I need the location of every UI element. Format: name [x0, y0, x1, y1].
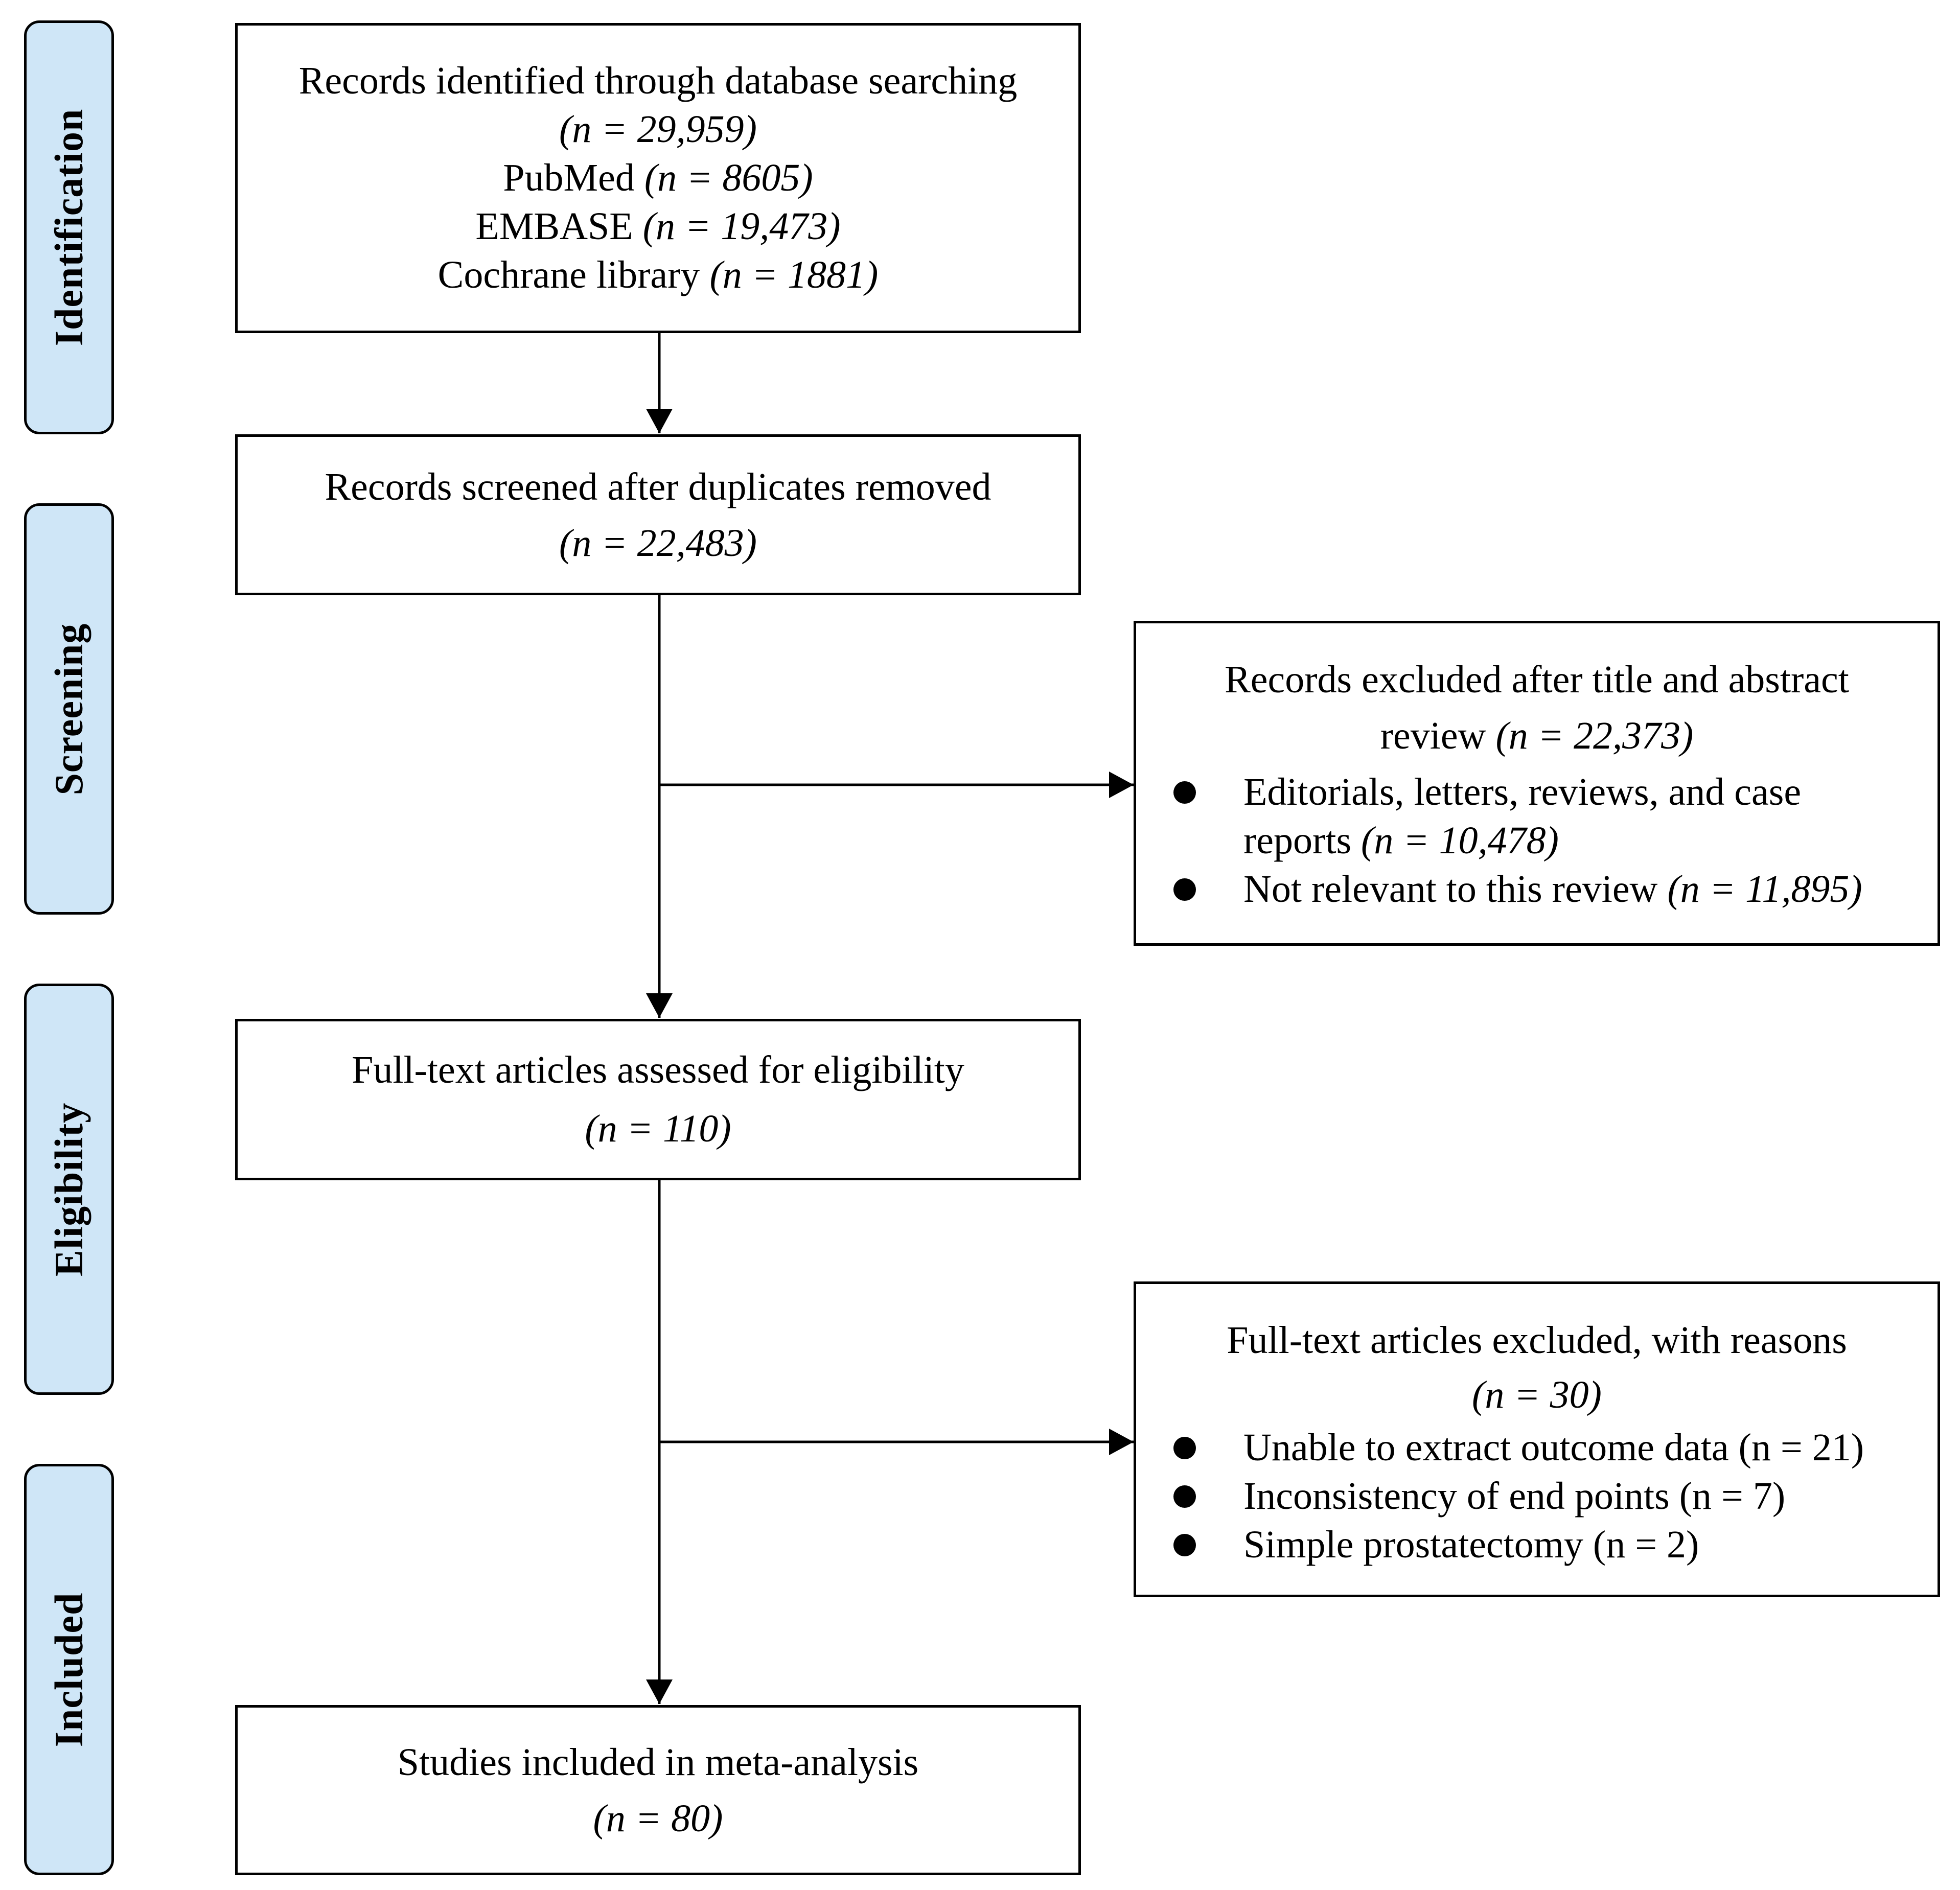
stage-eligibility: Eligibility — [24, 984, 114, 1395]
source-pubmed: PubMed (n = 8605) — [503, 156, 813, 199]
fulltext-count: (n = 110) — [585, 1107, 731, 1150]
arrowhead — [646, 409, 673, 433]
arrowhead — [646, 993, 673, 1018]
excluded-fulltext-box: Full-text articles excluded, with reason… — [1134, 1281, 1940, 1597]
bullet-icon — [1173, 878, 1196, 901]
exclusion-reason-item: Not relevant to this review (n = 11,895) — [1136, 865, 1938, 914]
bullet-icon — [1173, 1485, 1196, 1508]
arrowhead — [1109, 1429, 1134, 1455]
bullet-icon — [1173, 1437, 1196, 1459]
included-box: Studies included in meta-analysis (n = 8… — [235, 1705, 1081, 1875]
source-cochrane: Cochrane library (n = 1881) — [437, 253, 879, 296]
exclusion-reason-item: Simple prostatectomy (n = 2) — [1136, 1521, 1938, 1569]
screened-count: (n = 22,483) — [559, 521, 757, 565]
excluded-title-abstract-title: Records excluded after title and abstrac… — [1225, 658, 1849, 757]
stage-included: Included — [24, 1464, 114, 1875]
excluded-title-abstract-box: Records excluded after title and abstrac… — [1134, 621, 1940, 946]
screened-box: Records screened after duplicates remove… — [235, 434, 1081, 595]
screened-title: Records screened after duplicates remove… — [325, 465, 991, 508]
identified-total: (n = 29,959) — [559, 108, 757, 151]
bullet-icon — [1173, 781, 1196, 804]
exclusion-reason-item: Unable to extract outcome data (n = 21) — [1136, 1424, 1938, 1472]
identified-box: Records identified through database sear… — [235, 23, 1081, 333]
exclusion-reason-item: Inconsistency of end points (n = 7) — [1136, 1472, 1938, 1521]
included-count: (n = 80) — [593, 1796, 723, 1840]
exclusion-reason-item: Editorials, letters, reviews, and case r… — [1136, 768, 1938, 865]
stage-screening: Screening — [24, 503, 114, 915]
fulltext-box: Full-text articles assessed for eligibil… — [235, 1019, 1081, 1180]
arrowhead — [1109, 772, 1134, 798]
included-title: Studies included in meta-analysis — [397, 1740, 919, 1784]
identified-title: Records identified through database sear… — [298, 59, 1018, 102]
excluded-fulltext-title: Full-text articles excluded, with reason… — [1227, 1319, 1847, 1416]
stage-identification: Identification — [24, 20, 114, 434]
bullet-icon — [1173, 1534, 1196, 1556]
arrowhead — [646, 1679, 673, 1704]
source-embase: EMBASE (n = 19,473) — [475, 205, 841, 248]
fulltext-title: Full-text articles assessed for eligibil… — [352, 1048, 964, 1091]
